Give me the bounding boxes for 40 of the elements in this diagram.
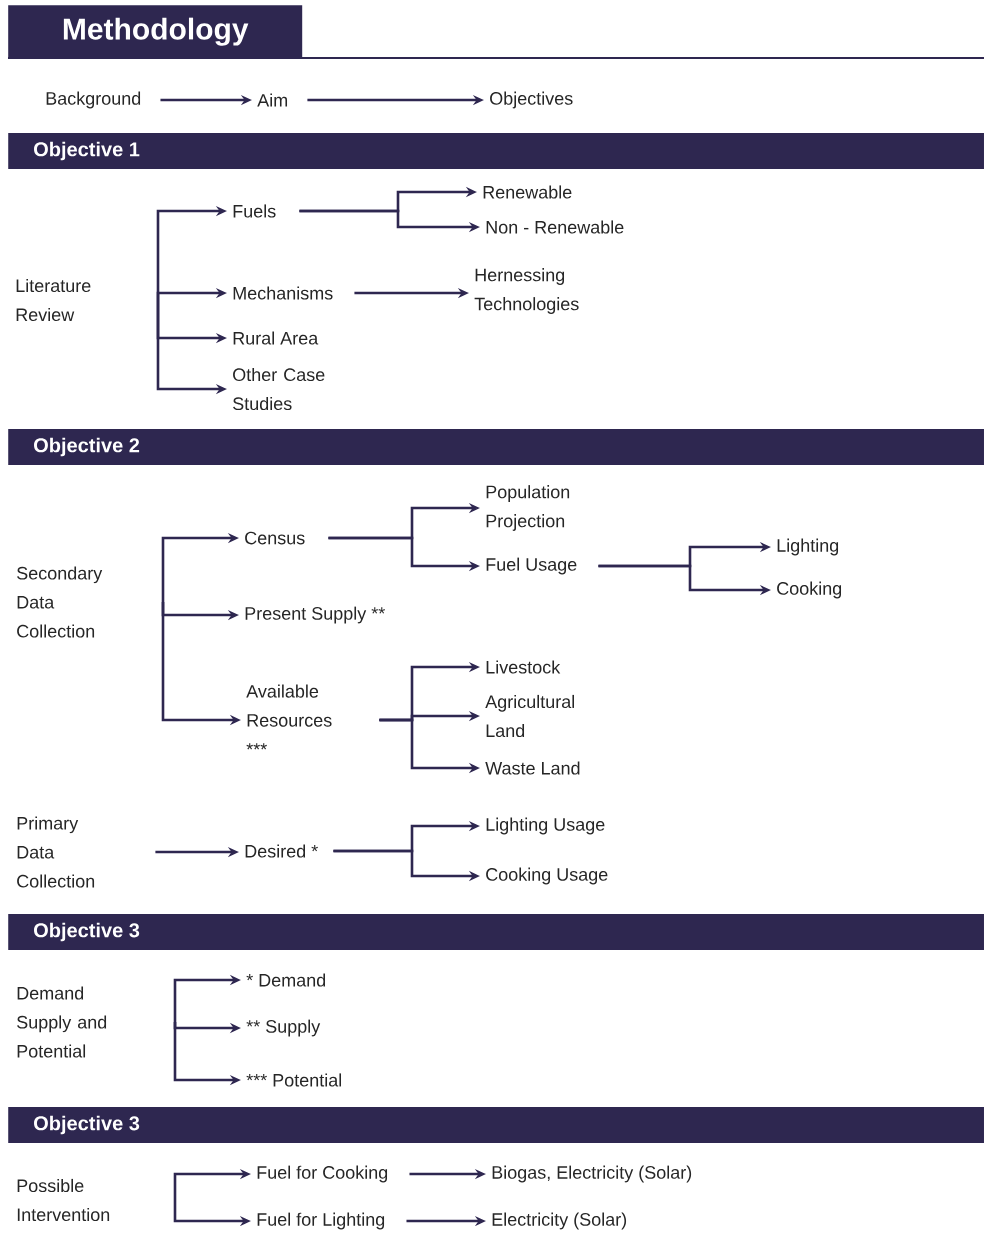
step-label: Hernessing Technologies: [474, 268, 579, 314]
objective-band: Objective 1: [8, 133, 984, 169]
step-label: Secondary Data Collection: [17, 566, 103, 638]
step-label: *** Potential: [246, 1073, 341, 1087]
step-label: Waste Land: [485, 761, 580, 775]
objective-band: Objective 2: [8, 429, 984, 465]
step-label: Desired *: [245, 844, 318, 858]
step-label: Lighting: [777, 538, 839, 556]
step-label: Available Resources ***: [246, 684, 332, 750]
step-label: Fuel for Lighting: [257, 1212, 385, 1230]
step-label: Demand Supply and Potential: [17, 986, 107, 1058]
step-label: Livestock: [486, 660, 561, 674]
step-label: Renewable: [483, 185, 572, 199]
step-label: Biogas, Electricity (Solar): [492, 1165, 692, 1183]
step-label: Cooking: [777, 581, 842, 599]
objective-band: Objective 3: [8, 1107, 984, 1143]
step-label: Background: [46, 91, 141, 109]
step-label: Lighting Usage: [486, 817, 605, 835]
step-label: Rural Area: [233, 331, 319, 345]
step-label: Present Supply **: [245, 606, 385, 624]
step-label: Population Projection: [486, 485, 570, 531]
title-box: Methodology: [8, 5, 303, 59]
step-label: Agricultural Land: [485, 694, 574, 738]
step-label: Literature Review: [16, 278, 91, 322]
step-label: ** Supply: [246, 1019, 321, 1037]
step-label: Cooking Usage: [486, 867, 608, 885]
step-label: Other Case Studies: [233, 367, 325, 411]
step-label: Primary Data Collection: [17, 816, 95, 888]
step-label: Mechanisms: [233, 286, 333, 300]
objective-band: Objective 3: [8, 914, 984, 950]
step-label: Fuel Usage: [486, 557, 577, 575]
step-label: Census: [245, 531, 305, 545]
step-label: Fuel for Cooking: [257, 1165, 388, 1183]
step-label: Electricity (Solar): [492, 1212, 627, 1230]
step-label: * Demand: [246, 973, 326, 987]
step-label: Fuels: [233, 204, 276, 218]
step-label: Non - Renewable: [486, 220, 624, 234]
step-label: Aim: [257, 93, 287, 107]
step-label: Possible Intervention: [17, 1178, 110, 1222]
step-label: Objectives: [490, 91, 573, 109]
